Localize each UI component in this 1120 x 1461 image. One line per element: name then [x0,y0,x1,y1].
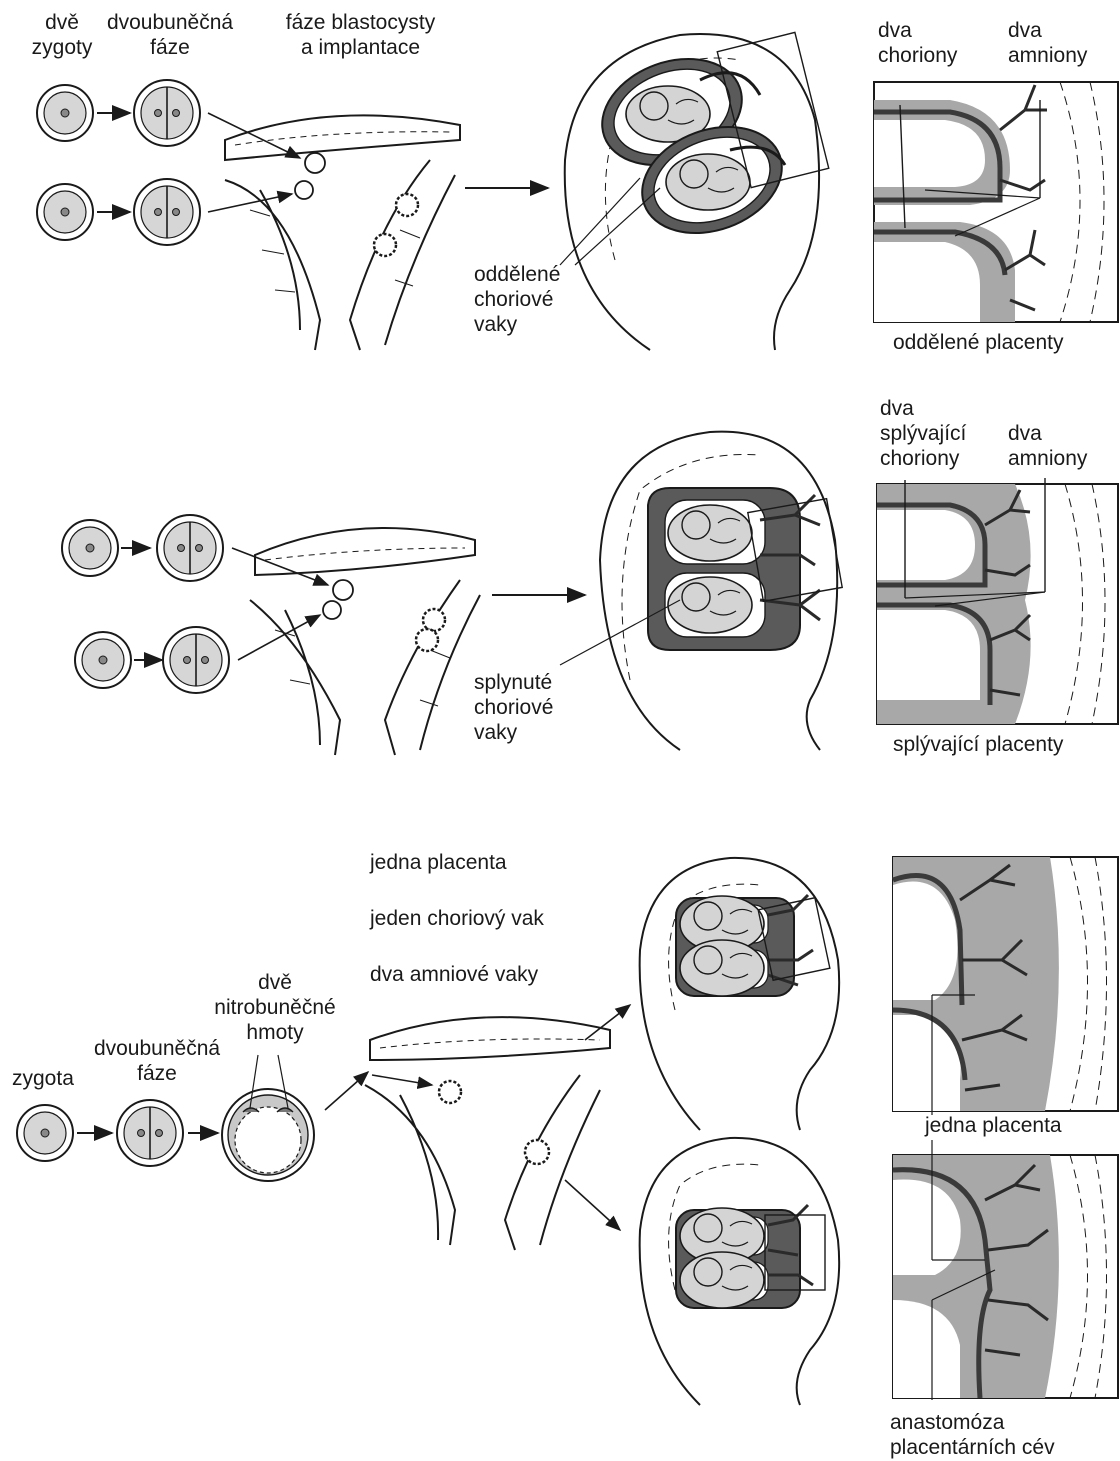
arrow [565,1180,620,1230]
label-two-zygotes: dvě zygoty [22,10,102,60]
label-two-amnions: dva amniony [1008,18,1087,68]
label-two-chorions: dva choriony [878,18,957,68]
label-two-cell-stage: dvoubuněčná fáze [95,10,245,60]
row-fused [62,432,1118,755]
zygote-cell [37,184,93,240]
implanted-blastocyst [374,234,396,256]
uterus-sketch [250,528,480,755]
label-one-placenta: jedna placenta [370,850,507,875]
two-cell-embryo [117,1100,183,1166]
uterus-monochorionic-upper [640,858,840,1130]
uterus-sketch [365,1017,610,1250]
two-cell-embryo [134,80,200,146]
label-vessel-anastomosis: anastomóza placentárních cév [890,1410,1055,1460]
label-two-amnions: dva amniony [1008,421,1087,471]
label-separate-chorionic-sacs: oddělené choriové vaky [474,262,560,337]
arrow [208,194,292,212]
label-blastocyst-implantation: fáze blastocysty a implantace [268,10,453,60]
blastocyst [305,153,325,173]
label-one-chorionic-sac: jeden choriový vak [370,906,544,931]
implanted-blastocyst [416,629,438,651]
uterus-sketch [225,115,460,350]
placenta-detail-separate [874,82,1118,322]
label-separate-placentas: oddělené placenty [893,330,1063,355]
blastocyst [439,1081,461,1103]
zygote-cell [37,85,93,141]
placenta-detail-anastomosis [893,1140,1118,1400]
label-two-amniotic-sacs: dva amniové vaky [370,962,538,987]
uterus-fused-sacs [600,432,842,750]
blastocyst [333,580,353,600]
zygote-cell [17,1105,73,1161]
two-cell-embryo [163,627,229,693]
arrow [372,1075,432,1085]
blastocyst-two-inner-masses [222,1089,314,1181]
label-zygote: zygota [12,1066,74,1091]
arrow [238,615,320,660]
label-two-fusing-chorions: dva splývající choriony [880,396,966,471]
arrow [325,1072,368,1110]
blastocyst [295,181,313,199]
two-cell-embryo [157,515,223,581]
implanted-blastocyst [423,609,445,631]
zygote-cell [62,520,118,576]
implanted-blastocyst [396,194,418,216]
zygote-cell [75,632,131,688]
uterus-monochorionic-lower [640,1138,840,1405]
label-fused-chorionic-sacs: splynuté choriové vaky [474,670,553,745]
row-dizygotic [37,32,1118,350]
placenta-detail-single [893,857,1118,1115]
label-single-placenta: jedna placenta [925,1113,1062,1138]
label-two-inner-cell-masses: dvě nitrobuněčné hmoty [200,970,350,1045]
two-cell-embryo [134,179,200,245]
uterus-two-sacs [565,32,829,350]
placenta-detail-fusing [877,478,1118,724]
label-fusing-placentas: splývající placenty [893,732,1063,757]
implanted-blastocyst [525,1140,549,1164]
blastocyst [323,601,341,619]
label-two-cell-stage: dvoubuněčná fáze [82,1036,232,1086]
